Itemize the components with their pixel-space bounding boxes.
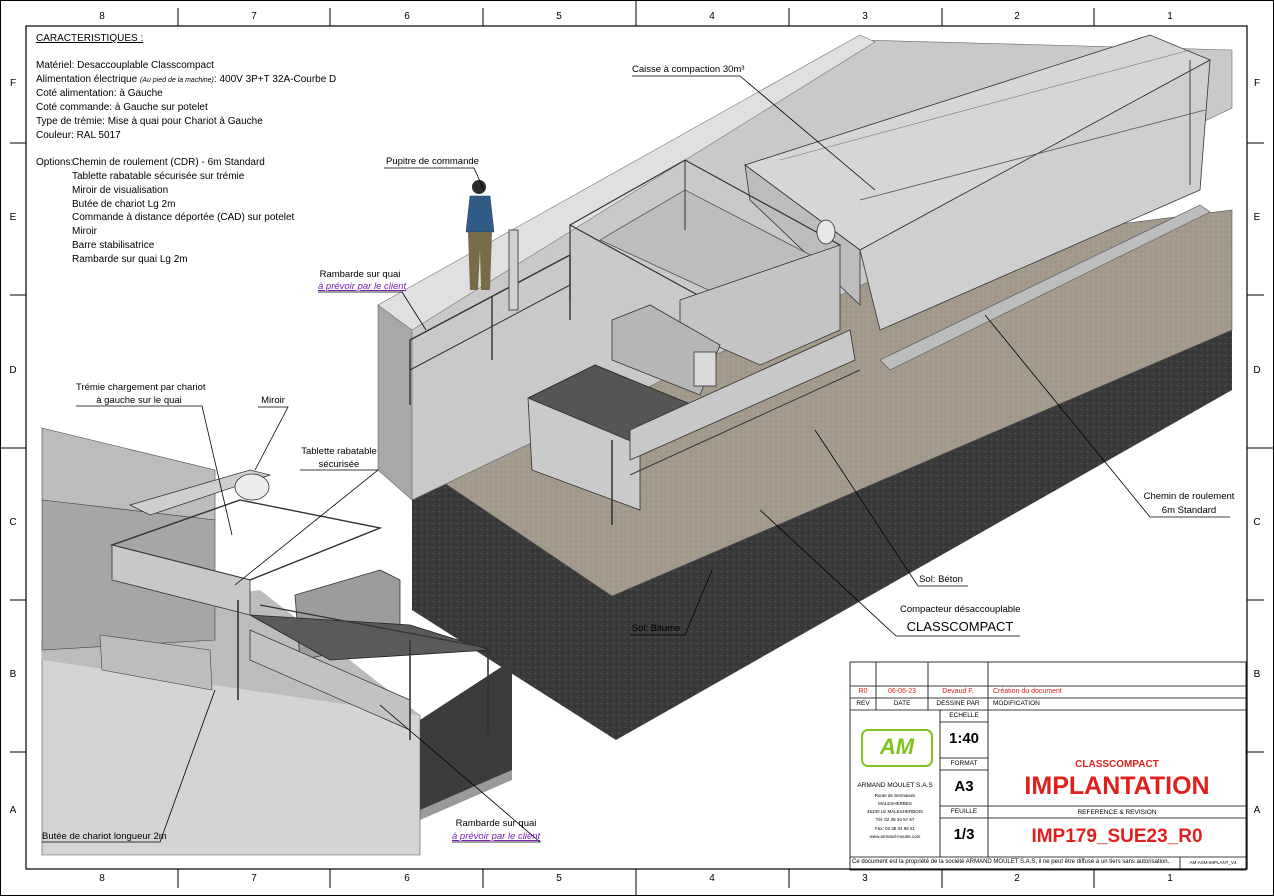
label-chemin-line2: 6m Standard [1161, 505, 1217, 516]
label-rambarde2-note: à prévoir par le client [452, 831, 541, 842]
tb-h-date: DATE [893, 700, 911, 707]
label-rambarde-quai: Rambarde sur quai [319, 269, 401, 280]
tb-addr2: MALESHERBES [878, 801, 912, 806]
spec-options-label: Options: [36, 157, 74, 168]
logo-text: AM [879, 734, 915, 759]
spec-materiel: Matériel: Desaccouplable Classcompact [36, 60, 214, 71]
tb-h-echelle: ECHELLE [949, 712, 979, 719]
label-tremie-line2: à gauche sur le quai [96, 395, 182, 406]
row-label: E [9, 212, 17, 223]
spec-option: Miroir de visualisation [72, 185, 169, 196]
specs-heading: CARACTERISTIQUES : [36, 33, 144, 44]
label-rambarde2: Rambarde sur quai [455, 818, 537, 829]
spec-option: Butée de chariot Lg 2m [72, 199, 176, 210]
col-label: 5 [556, 11, 562, 22]
spec-option: Commande à distance déportée (CAD) sur p… [72, 212, 295, 223]
row-label: E [1253, 212, 1261, 223]
tb-company: ARMAND MOULET S.A.S [857, 782, 933, 789]
label-rambarde-note: à prévoir par le client [318, 281, 407, 292]
tb-web: www.armand-moulet.com [869, 834, 921, 839]
tb-author: Devaud F. [942, 688, 974, 695]
col-label: 5 [556, 873, 562, 884]
spec-option: Miroir [72, 226, 97, 237]
tb-addr3: 45330 LE MALESHERBOIS [866, 809, 924, 814]
tb-h-dessine: DESSINE PAR [936, 700, 980, 707]
spec-cote-alimentation: Coté alimentation: à Gauche [36, 88, 163, 99]
spec-tremie: Type de trémie: Mise à quai pour Chariot… [36, 116, 263, 127]
col-label: 4 [709, 11, 715, 22]
row-label: D [9, 365, 17, 376]
row-label: C [1253, 517, 1261, 528]
spec-cote-commande: Coté commande: à Gauche sur potelet [36, 102, 208, 113]
tb-rev: R0 [858, 688, 868, 695]
company-logo [861, 729, 933, 767]
tb-reference: IMP179_SUE23_R0 [1031, 826, 1203, 847]
col-label: 2 [1014, 873, 1020, 884]
label-butee: Butée de chariot longueur 2m [42, 831, 167, 842]
label-compacteur-line1: Compacteur désaccouplable [900, 604, 1021, 615]
leader-lines [42, 75, 1230, 843]
tb-subtitle: CLASSCOMPACT [1075, 759, 1159, 770]
tb-date: 06-06-23 [887, 688, 917, 695]
col-label: 8 [99, 873, 105, 884]
row-label: F [1253, 78, 1261, 89]
spec-alimentation: Alimentation électrique (Au pied de la m… [36, 74, 337, 85]
row-label: C [9, 517, 17, 528]
spec-option: Chemin de roulement (CDR) - 6m Standard [72, 157, 265, 168]
tb-fax: Fax: 02 38 34 66 61 [874, 826, 916, 831]
row-label: A [1253, 805, 1261, 816]
tb-echelle: 1:40 [948, 730, 980, 747]
label-tablette-line1: Tablette rabatable [301, 446, 377, 457]
tb-footer-code: AM-ASM-IMPLANT_V4 [1189, 860, 1237, 865]
col-label: 3 [862, 11, 868, 22]
tb-h-rev: REV [856, 700, 870, 707]
tb-feuille: 1/3 [953, 826, 975, 843]
col-label: 6 [404, 11, 410, 22]
tb-h-format: FORMAT [950, 760, 978, 767]
tb-h-modification: MODIFICATION [993, 700, 1040, 707]
tb-format: A3 [954, 778, 974, 795]
col-label: 7 [251, 873, 257, 884]
col-label: 7 [251, 11, 257, 22]
tb-h-feuille: FEUILLE [950, 808, 978, 815]
label-tablette-line2: sécurisée [318, 459, 360, 470]
tb-addr1: Route de Sermaises [874, 793, 916, 798]
col-label: 3 [862, 873, 868, 884]
col-label: 1 [1167, 873, 1173, 884]
spec-option: Tablette rabatable sécurisée sur trémie [72, 171, 245, 182]
col-label: 6 [404, 873, 410, 884]
row-label: F [9, 78, 17, 89]
label-miroir: Miroir [261, 395, 285, 406]
label-chemin-line1: Chemin de roulement [1143, 491, 1235, 502]
label-tremie-line1: Trémie chargement par chariot [76, 382, 206, 393]
label-sol-beton: Sol: Béton [919, 574, 963, 585]
row-label: D [1253, 365, 1261, 376]
title-block-grid [849, 661, 1247, 871]
label-caisse: Caisse à compaction 30m³ [632, 64, 745, 75]
tb-tel: Tél: 02 38 34 57 67 [875, 817, 915, 822]
spec-option: Barre stabilisatrice [72, 240, 155, 251]
col-label: 4 [709, 873, 715, 884]
spec-option: Rambarde sur quai Lg 2m [72, 254, 188, 265]
tb-title: IMPLANTATION [1024, 772, 1210, 800]
detail-isometric-view [41, 427, 512, 856]
tb-modification: Création du document [993, 688, 1062, 695]
spec-couleur: Couleur: RAL 5017 [36, 130, 121, 141]
row-label: B [9, 669, 17, 680]
col-label: 2 [1014, 11, 1020, 22]
row-label: B [1253, 669, 1261, 680]
col-label: 8 [99, 11, 105, 22]
row-label: A [9, 805, 17, 816]
col-label: 1 [1167, 11, 1173, 22]
tb-h-reference: REFERENCE & REVISION [1077, 809, 1157, 816]
label-sol-bitume: Sol: Bitume [631, 623, 681, 634]
label-pupitre: Pupitre de commande [386, 156, 479, 167]
label-compacteur-line2: CLASSCOMPACT [906, 619, 1014, 634]
tb-footer: Ce document est la propriété de la socié… [852, 859, 1170, 865]
main-isometric-view [377, 34, 1233, 740]
